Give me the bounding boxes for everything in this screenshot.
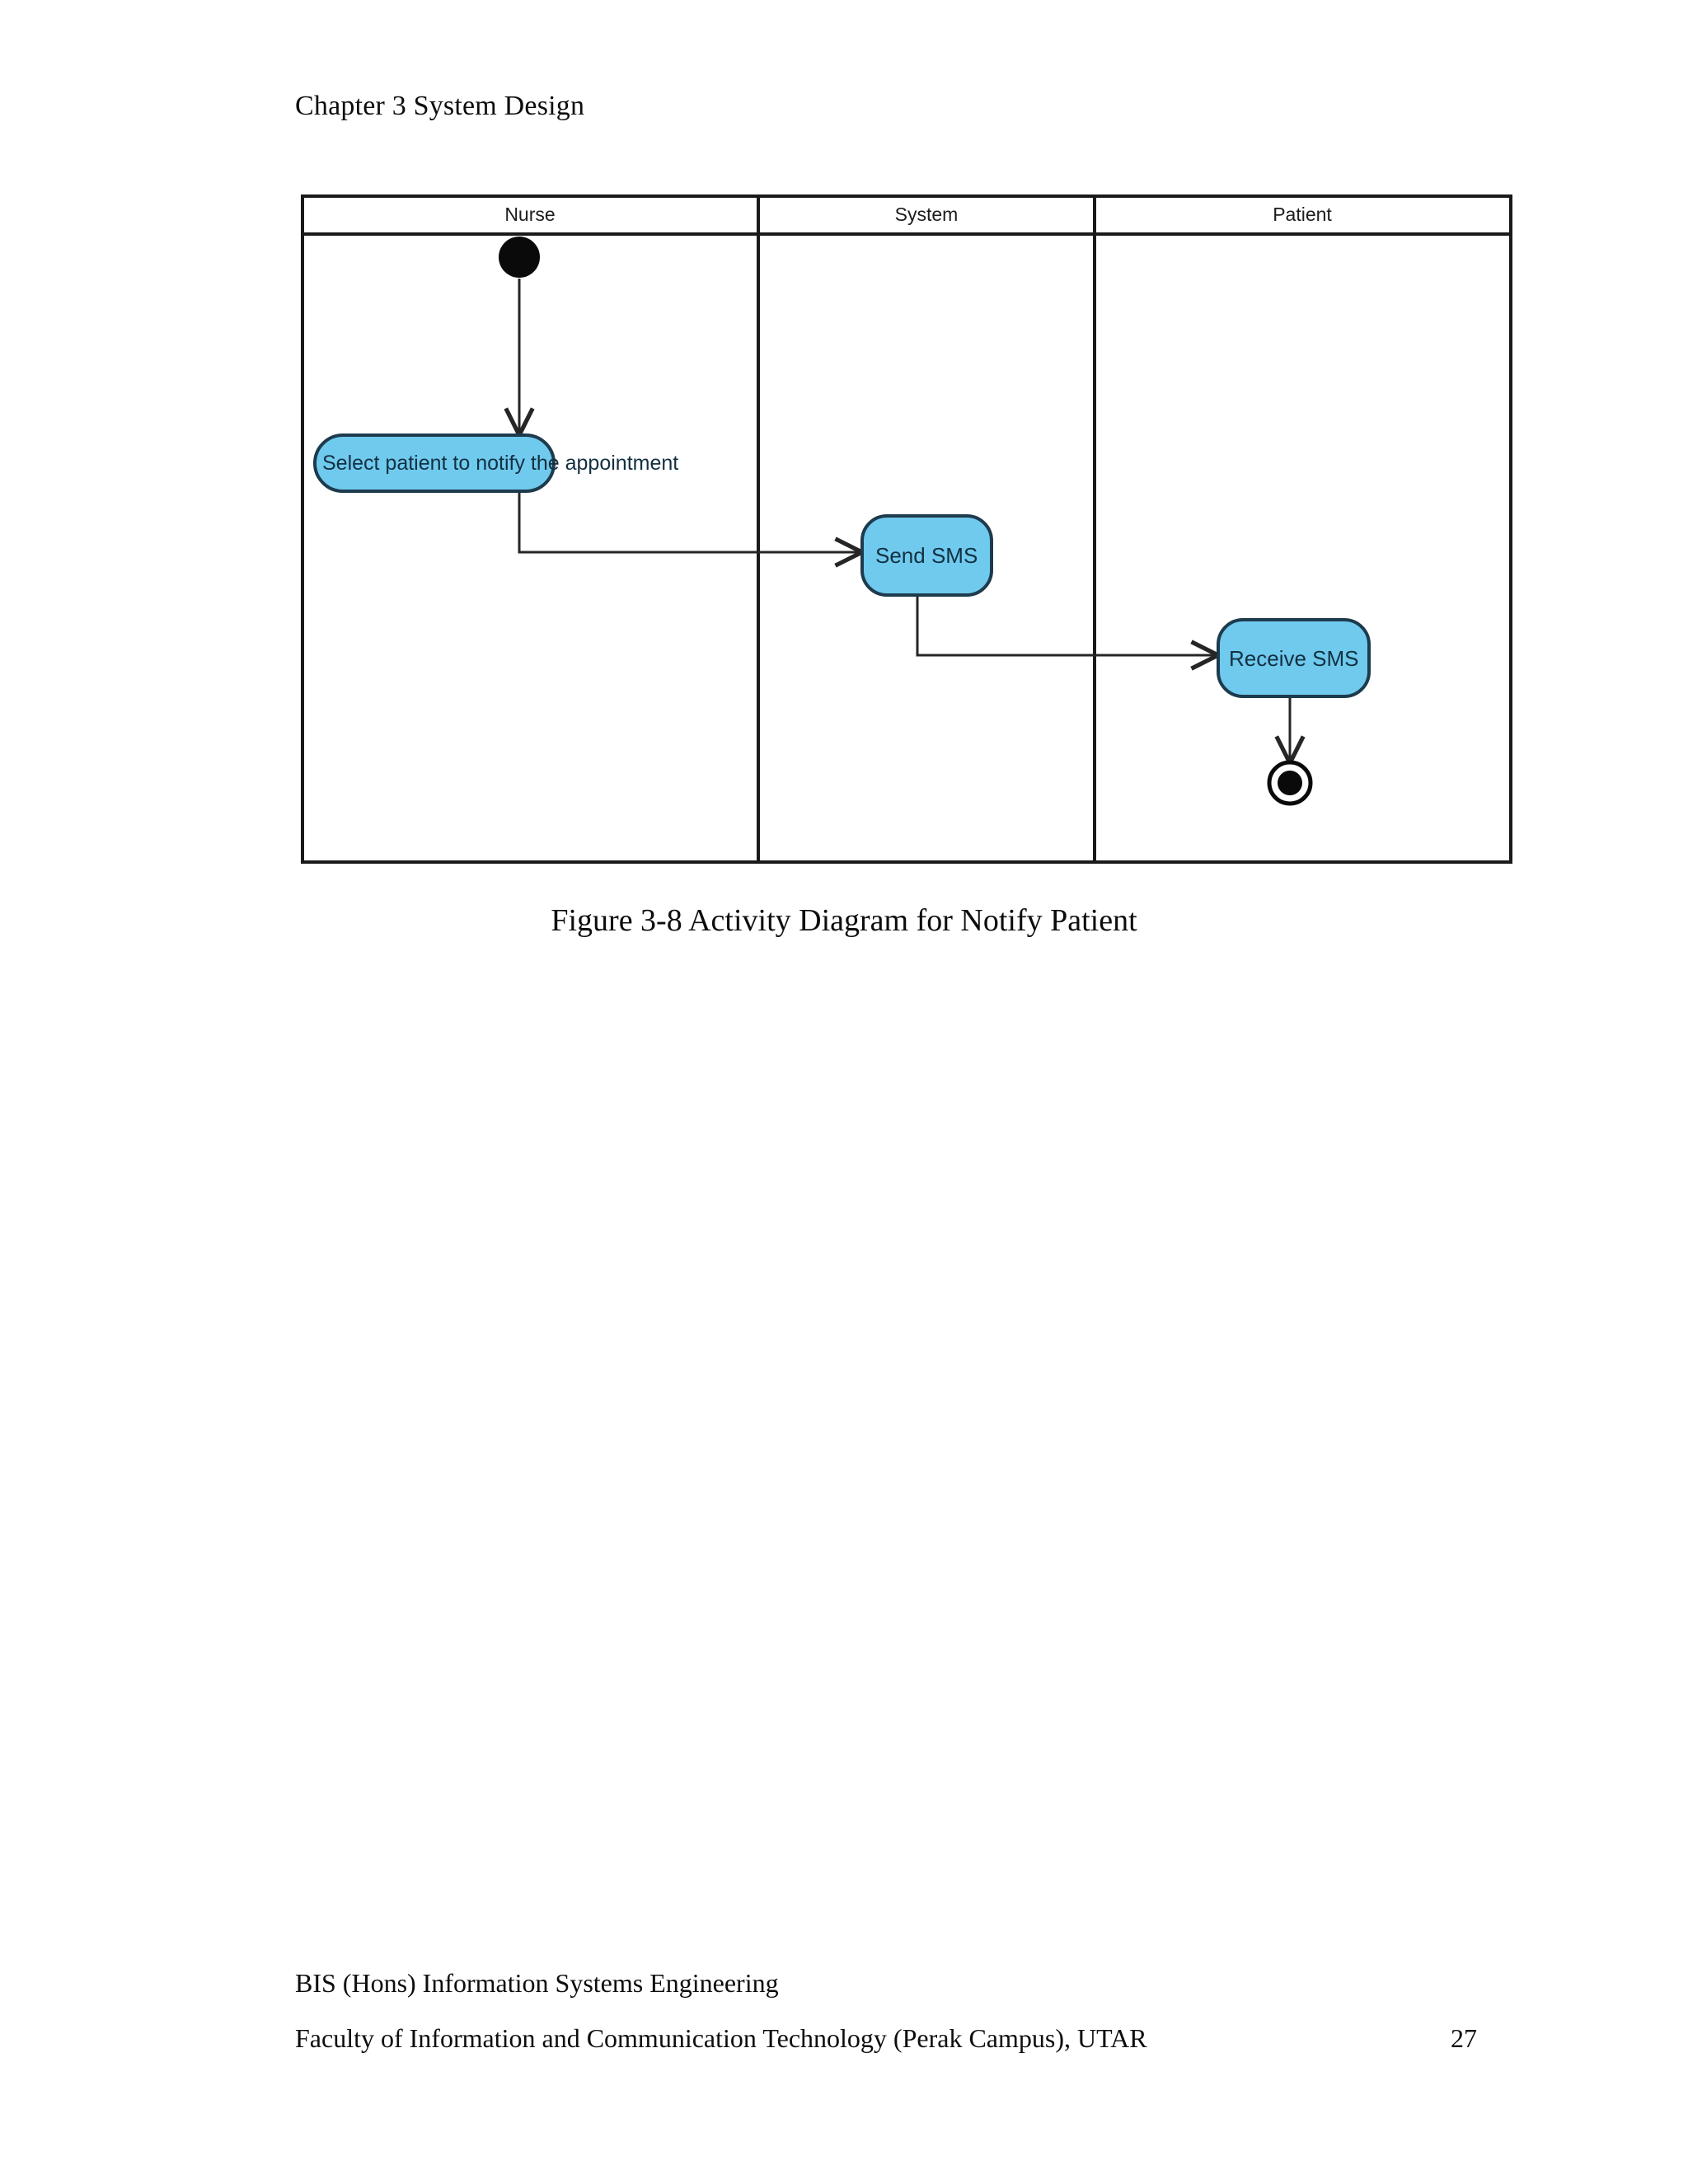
lane-header-patient: Patient (1273, 204, 1332, 225)
flow-select-to-send (518, 491, 862, 552)
action-label-send-sms: Send SMS (875, 543, 978, 568)
activity-diagram: Nurse System Patient Select patient to n… (301, 194, 1512, 864)
lane-header-system: System (895, 204, 959, 225)
footer-page-number: 27 (1451, 2023, 1477, 2053)
lane-title-nurse: Nurse (504, 204, 555, 225)
lane-title-system: System (895, 204, 959, 225)
initial-node (499, 237, 540, 278)
action-node-select-patient[interactable]: Select patient to notify the appointment (313, 434, 678, 493)
footer-faculty: Faculty of Information and Communication… (295, 2023, 1147, 2053)
page-header: Chapter 3 System Design (295, 91, 585, 121)
flow-connectors (519, 279, 1290, 763)
lane-header-nurse: Nurse (504, 204, 555, 225)
action-node-receive-sms[interactable]: Receive SMS (1217, 618, 1371, 698)
action-label-receive-sms: Receive SMS (1229, 646, 1359, 671)
action-label-select-patient: Select patient to notify the appointment (322, 452, 678, 475)
footer-programme: BIS (Hons) Information Systems Engineeri… (295, 1968, 779, 1998)
action-node-send-sms[interactable]: Send SMS (860, 514, 993, 597)
final-node (1267, 760, 1313, 806)
figure-caption: Figure 3-8 Activity Diagram for Notify P… (551, 903, 1137, 938)
lane-dividers (757, 196, 1096, 862)
flow-send-to-receive (916, 595, 1218, 655)
lane-title-patient: Patient (1273, 204, 1332, 225)
